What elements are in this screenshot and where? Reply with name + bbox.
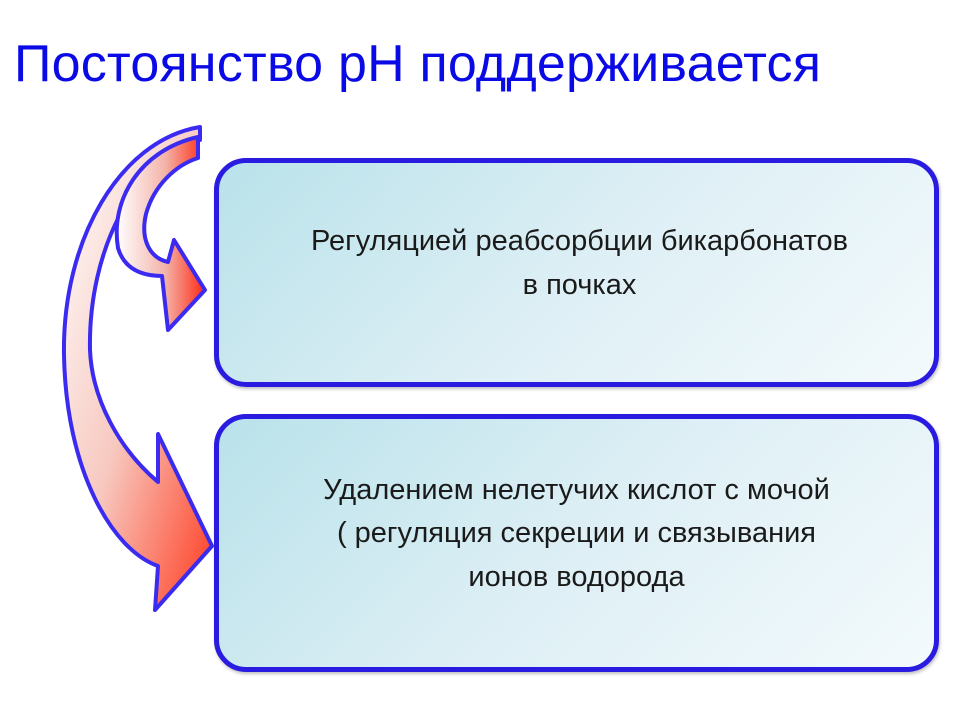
box-line: в почках (522, 268, 637, 301)
box-line: ( регуляция секреции и связывания (336, 517, 817, 550)
box-text: Удалением нелетучих кислот с мочой ( рег… (303, 469, 850, 618)
box-line: ионов водорода (468, 560, 685, 593)
box-line: Удалением нелетучих кислот с мочой (323, 473, 830, 506)
acid-excretion-box: Удалением нелетучих кислот с мочой ( рег… (214, 414, 939, 672)
box-text: Регуляцией реабсорбции бикарбонатов в по… (297, 220, 856, 325)
long-curved-arrow (61, 125, 214, 612)
box-line: Регуляцией реабсорбции бикарбонатов (310, 225, 848, 257)
short-curved-arrow (114, 135, 207, 332)
page-title: Постоянство pH поддерживается (14, 35, 822, 93)
kidney-bicarbonate-box: Регуляцией реабсорбции бикарбонатов в по… (214, 158, 939, 387)
